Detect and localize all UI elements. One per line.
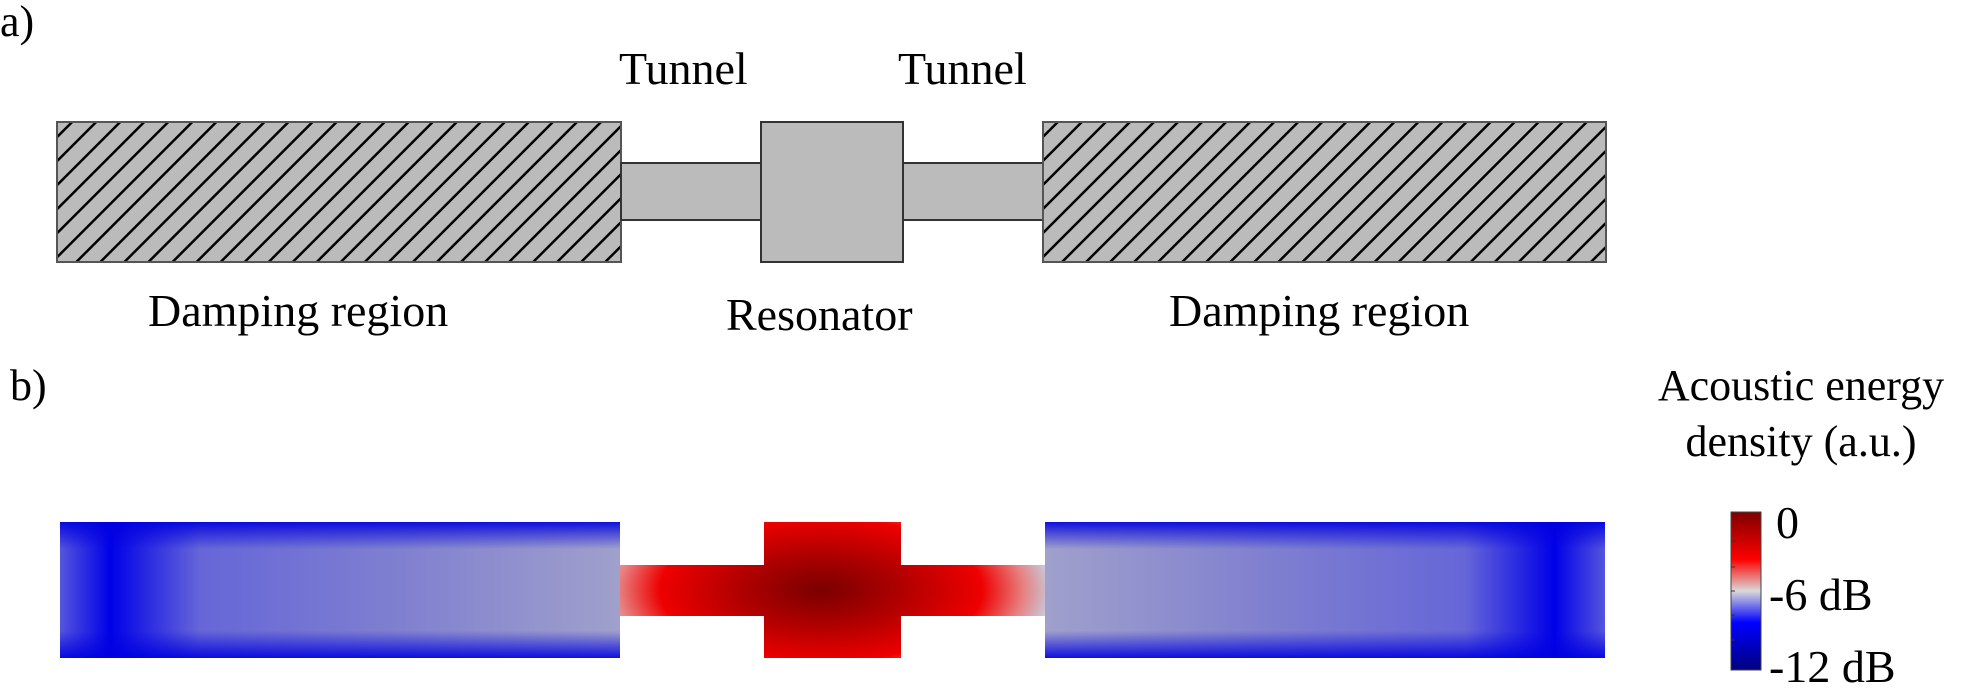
- colorbar-tick-mid: -6 dB: [1769, 569, 1873, 620]
- damping-right-label: Damping region: [1169, 285, 1470, 336]
- panel-b-label: b): [10, 361, 47, 410]
- damping-region-left: [56, 121, 622, 263]
- tunnel-left-label: Tunnel: [619, 43, 748, 94]
- tunnel-right-label: Tunnel: [898, 43, 1027, 94]
- colorbar: [1730, 511, 1762, 671]
- tunnel-left: [620, 162, 762, 221]
- colorbar-title-line2: density (a.u.): [1685, 417, 1917, 466]
- resonator: [760, 121, 904, 263]
- colorbar-title: Acoustic energy density (a.u.): [1620, 358, 1982, 470]
- damping-region-right: [1042, 121, 1607, 263]
- damping-left-label: Damping region: [148, 285, 449, 336]
- panel-a-label: a): [0, 0, 35, 46]
- resonator-label: Resonator: [726, 289, 913, 340]
- colorbar-tick-min: -12 dB: [1769, 641, 1896, 692]
- energy-density-heatmap: [60, 522, 1605, 658]
- colorbar-tick-max: 0: [1776, 497, 1799, 548]
- colorbar-title-line1: Acoustic energy: [1657, 361, 1945, 410]
- tunnel-right: [902, 162, 1044, 221]
